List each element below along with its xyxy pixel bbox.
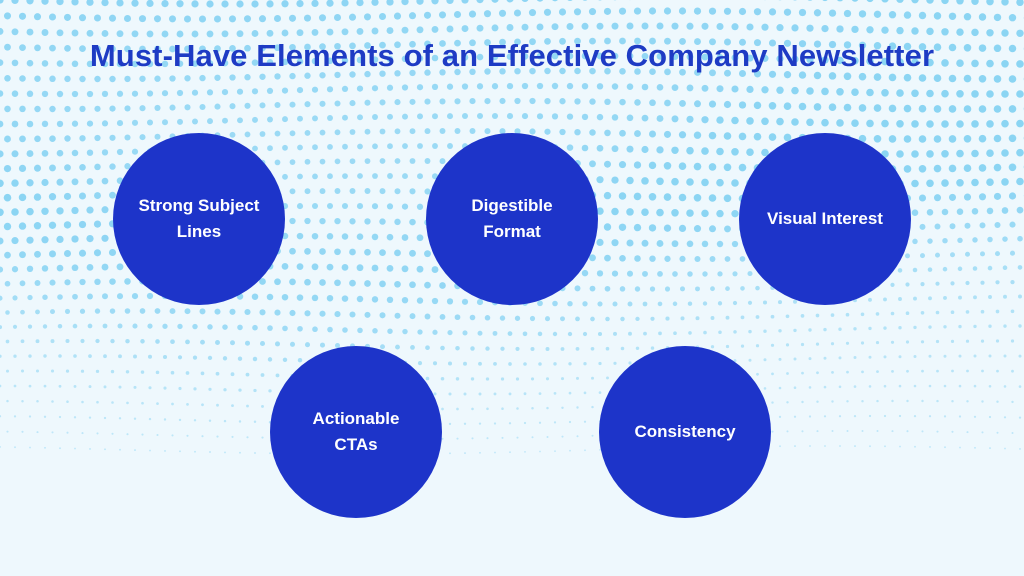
element-label: Visual Interest: [767, 209, 883, 228]
page-title: Must-Have Elements of an Effective Compa…: [89, 38, 935, 73]
element-circle-actionable-ctas: Actionable CTAs: [270, 346, 442, 518]
element-circle-strong-subject-lines: Strong Subject Lines: [113, 133, 285, 305]
element-label: Consistency: [634, 422, 736, 441]
element-circle-consistency: Consistency: [599, 346, 771, 518]
element-label: Digestible Format: [471, 196, 553, 241]
element-circle-digestible-format: Digestible Format: [426, 133, 598, 305]
element-label: Strong Subject Lines: [138, 196, 260, 241]
element-circle-visual-interest: Visual Interest: [739, 133, 911, 305]
element-label: Actionable CTAs: [312, 409, 400, 454]
